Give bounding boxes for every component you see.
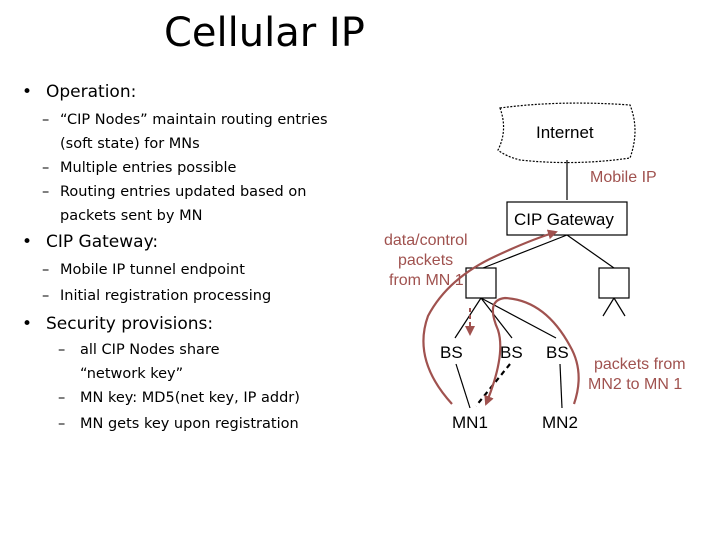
bullet-label: Operation: (46, 82, 137, 102)
mobile-ip-label: Mobile IP (590, 169, 657, 186)
bs-label-3: BS (546, 343, 569, 362)
data-control-label-2: packets (398, 252, 453, 269)
bs-mn1-link (455, 363, 471, 409)
sub-item: –all CIP Nodes share “network key” (58, 338, 258, 386)
gw-link-right (566, 234, 615, 269)
sub-item: –Routing entries updated based on packet… (42, 180, 362, 228)
cip-gateway-box (506, 201, 628, 236)
bs-label-2: BS (500, 343, 523, 362)
right-node-leg (602, 297, 615, 317)
sub-item: –MN gets key upon registration (58, 412, 378, 436)
bullet-operation: •Operation: (22, 82, 137, 102)
sub-item-text: “CIP Nodes” maintain routing entries (so… (60, 112, 328, 152)
internet-label: Internet (536, 123, 594, 142)
packets-label-2: MN2 to MN 1 (588, 376, 682, 393)
data-control-path (422, 229, 558, 405)
mn1-label: MN1 (452, 413, 488, 432)
mn2-label: MN2 (542, 413, 578, 432)
sub-item-text: MN key: MD5(net key, IP addr) (80, 390, 300, 406)
sub-item: –Initial registration processing (42, 284, 362, 308)
cip-node-right (598, 267, 630, 299)
mn2-to-mn1-path (484, 296, 580, 406)
data-control-label-3: from MN 1 (389, 272, 464, 289)
sub-item: –“CIP Nodes” maintain routing entries (s… (42, 108, 362, 156)
bullet-label: Security provisions: (46, 314, 214, 334)
node-bs-link-2 (480, 297, 513, 339)
bs-mn2-link (559, 363, 563, 409)
gw-link-left (482, 234, 568, 269)
sub-item-text: Multiple entries possible (60, 160, 237, 176)
sub-item: –Multiple entries possible (42, 156, 362, 180)
cip-node-left (465, 267, 497, 299)
node-bs-link-1 (454, 297, 482, 339)
sub-item: –MN key: MD5(net key, IP addr) (58, 386, 378, 410)
cip-gateway-label: CIP Gateway (514, 210, 614, 229)
right-node-leg (613, 297, 626, 317)
sub-item-text: Routing entries updated based on packets… (60, 184, 307, 224)
bullet-label: CIP Gateway: (46, 232, 159, 252)
sub-item-text: all CIP Nodes share “network key” (80, 342, 220, 382)
bs-label-1: BS (440, 343, 463, 362)
sub-item: –Mobile IP tunnel endpoint (42, 258, 362, 282)
bullet-security: •Security provisions: (22, 314, 214, 334)
sub-item-text: MN gets key upon registration (80, 416, 299, 432)
slide-title: Cellular IP (164, 10, 365, 56)
node-bs-link-3 (480, 297, 557, 339)
data-control-label-1: data/control (384, 232, 468, 249)
bullet-cip-gateway: •CIP Gateway: (22, 232, 159, 252)
sub-item-text: Initial registration processing (60, 288, 272, 304)
internet-cloud (497, 102, 636, 164)
packets-label-1: packets from (594, 356, 686, 373)
sub-item-text: Mobile IP tunnel endpoint (60, 262, 245, 278)
